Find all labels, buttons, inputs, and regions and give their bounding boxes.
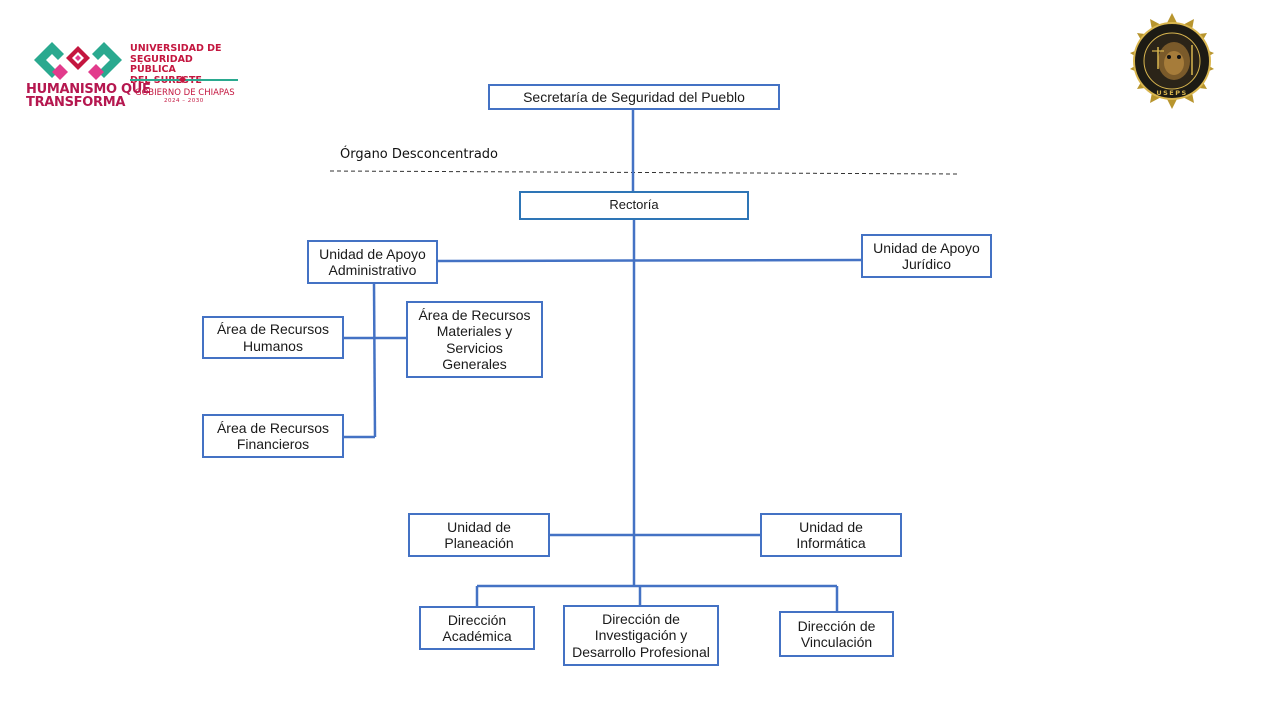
node-apoyo-administrativo: Unidad de Apoyo Administrativo <box>307 240 438 284</box>
organo-desconcentrado-label: Órgano Desconcentrado <box>340 147 499 162</box>
dashed-divider <box>329 170 959 175</box>
logo-humanismo-que-transforma: HUMANISMO QUE TRANSFORMA UNIVERSIDAD DE … <box>26 38 241 110</box>
logo-slogan: HUMANISMO QUE TRANSFORMA <box>26 82 151 110</box>
node-direccion-vinculacion: Dirección de Vinculación <box>779 611 894 657</box>
useps-seal: USEPS <box>1117 13 1227 109</box>
seal-text: USEPS <box>1156 89 1188 97</box>
node-rectoria: Rectoría <box>519 191 749 220</box>
connector-admin-vertical <box>372 283 377 438</box>
government-years: 2024 – 2030 <box>164 98 204 104</box>
logo-mark-icon <box>34 42 122 80</box>
connector-apoyo-row <box>437 258 863 263</box>
node-direccion-academica: Dirección Académica <box>419 606 535 650</box>
node-planeacion: Unidad de Planeación <box>408 513 550 557</box>
node-recursos-humanos: Área de Recursos Humanos <box>202 316 344 359</box>
node-recursos-financieros: Área de Recursos Financieros <box>202 414 344 458</box>
node-apoyo-juridico: Unidad de Apoyo Jurídico <box>861 234 992 278</box>
node-direccion-investigacion: Dirección de Investigación y Desarrollo … <box>563 605 719 666</box>
government-name: GOBIERNO DE CHIAPAS <box>135 88 235 98</box>
node-informatica: Unidad de Informática <box>760 513 902 557</box>
node-recursos-materiales: Área de Recursos Materiales y Servicios … <box>406 301 543 378</box>
seal-emblem-icon <box>1130 13 1214 109</box>
node-secretaria: Secretaría de Seguridad del Pueblo <box>488 84 780 110</box>
